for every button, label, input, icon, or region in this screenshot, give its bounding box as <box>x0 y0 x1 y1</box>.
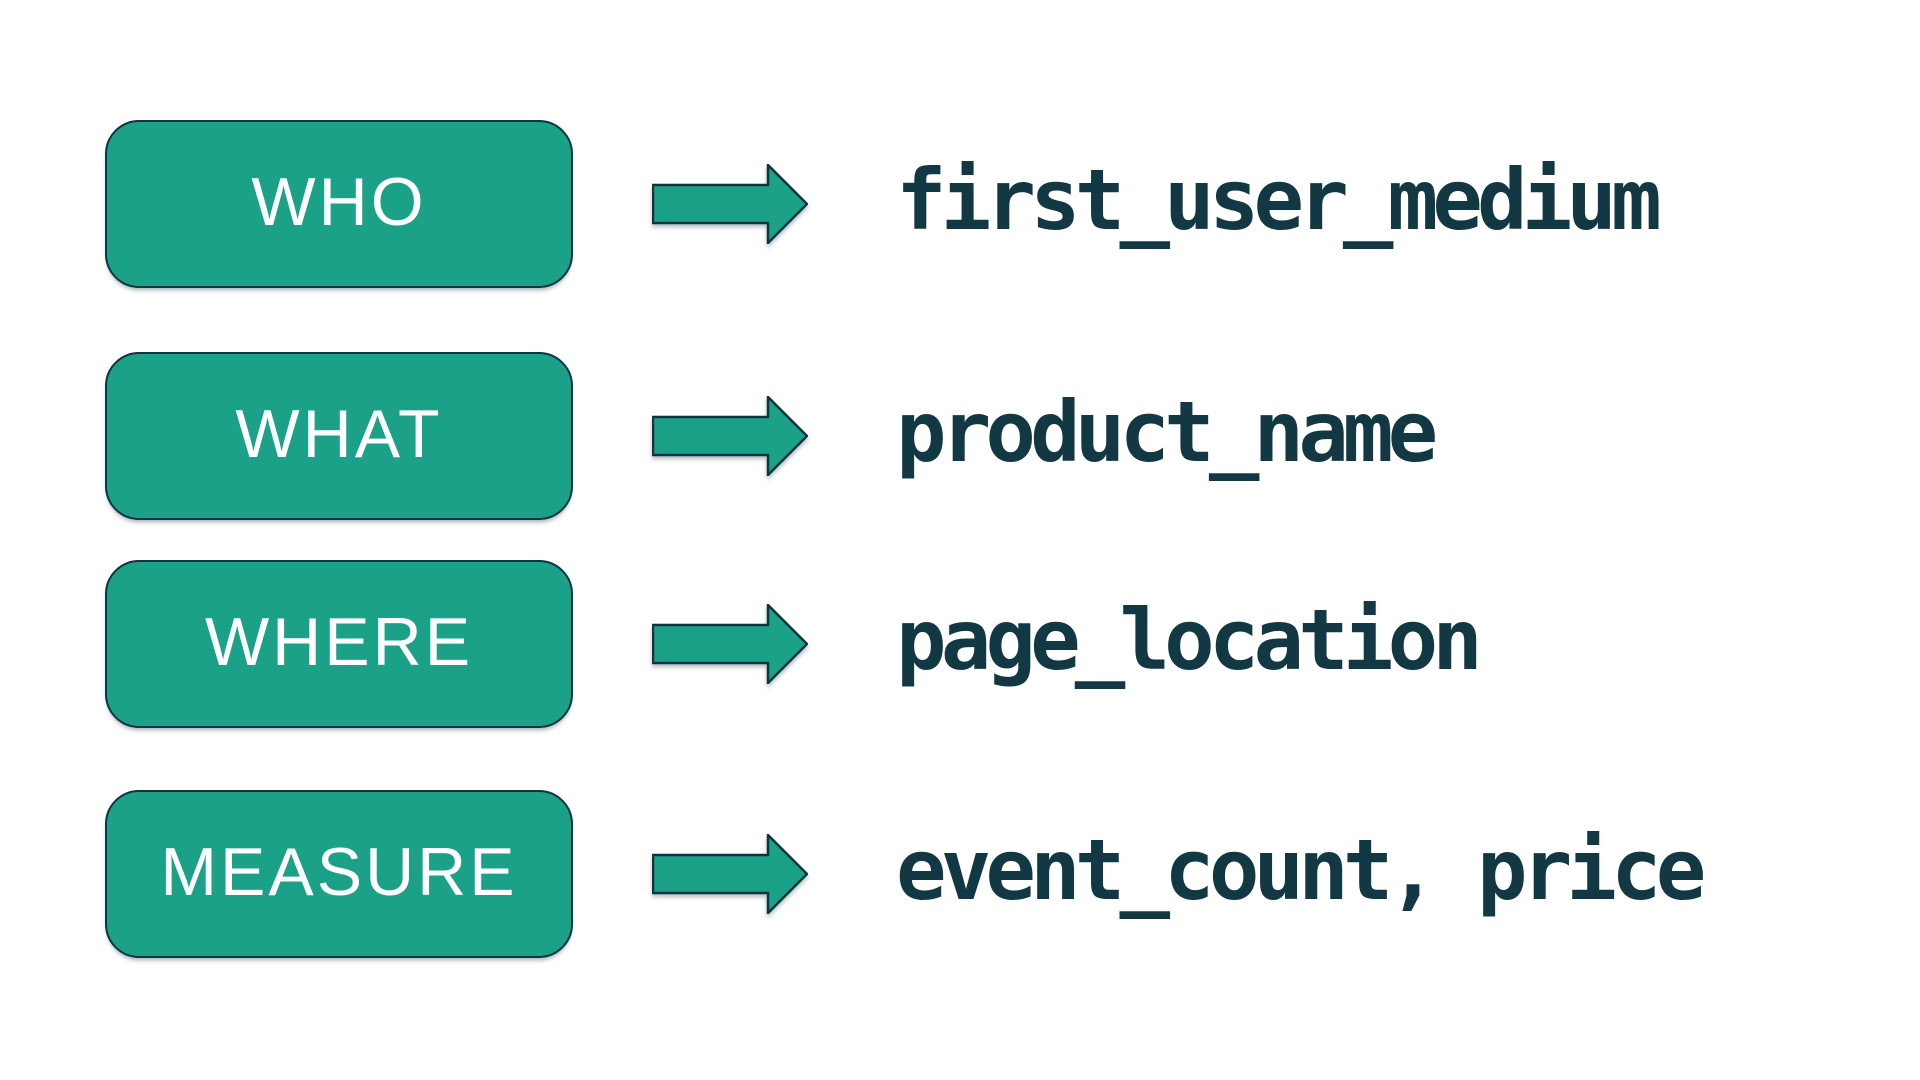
measure-box: MEASURE <box>105 790 573 958</box>
right-arrow-icon <box>652 834 808 914</box>
right-arrow-icon <box>652 164 808 244</box>
what-field-value: product_name <box>896 383 1438 481</box>
what-box-label: WHAT <box>235 396 443 472</box>
right-arrow-icon <box>652 604 808 684</box>
diagram-row-what: WHAT product_name <box>0 352 1920 520</box>
diagram-row-who: WHO first_user_medium <box>0 120 1920 288</box>
what-box: WHAT <box>105 352 573 520</box>
measure-field-value: event_count, price <box>896 821 1706 919</box>
measure-box-label: MEASURE <box>160 834 518 910</box>
diagram-row-where: WHERE page_location <box>0 560 1920 728</box>
who-box-label: WHO <box>251 164 427 240</box>
where-box-label: WHERE <box>204 604 474 680</box>
who-box: WHO <box>105 120 573 288</box>
where-field-value: page_location <box>896 591 1483 689</box>
who-field-value: first_user_medium <box>896 151 1662 249</box>
diagram-row-measure: MEASURE event_count, price <box>0 790 1920 958</box>
where-box: WHERE <box>105 560 573 728</box>
right-arrow-icon <box>652 396 808 476</box>
